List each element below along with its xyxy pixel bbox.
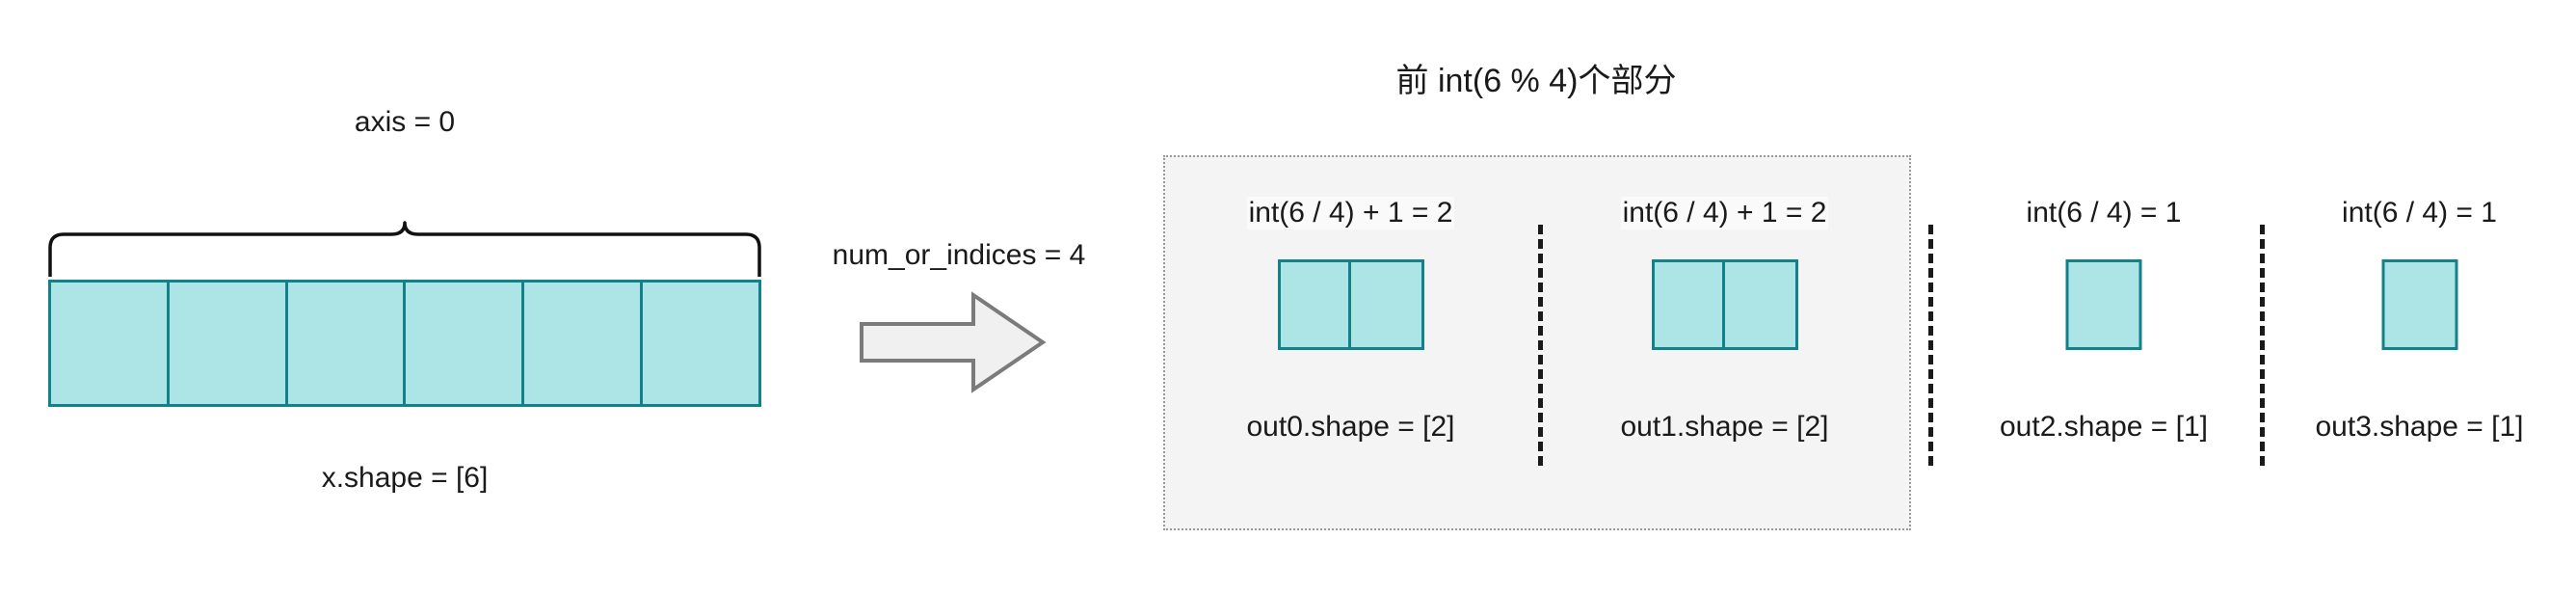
output-cell (1724, 262, 1795, 347)
output-tensor-grid (2381, 259, 2457, 350)
output-formula: int(6 / 4) + 1 = 2 (1246, 197, 1455, 229)
source-cell (169, 283, 288, 404)
output-cell (2068, 262, 2139, 347)
output-cell (1350, 262, 1421, 347)
output-formula: int(6 / 4) + 1 = 2 (1620, 197, 1829, 229)
output-shape-label: out1.shape = [2] (1620, 411, 1829, 443)
output-shape-label: out0.shape = [2] (1246, 411, 1455, 443)
output-cell (2384, 262, 2455, 347)
output-tensor-grid (1277, 259, 1424, 350)
source-shape-label: x.shape = [6] (321, 462, 489, 494)
group-divider (1928, 225, 1933, 466)
output-formula: int(6 / 4) = 1 (2024, 197, 2184, 229)
diagram-title: 前 int(6 % 4)个部分 (1395, 63, 1677, 99)
right-block-arrow-icon (858, 289, 1050, 395)
source-tensor-grid (48, 280, 761, 407)
output-group-2: int(6 / 4) = 1 out2.shape = [1] (1945, 155, 2263, 530)
output-group-0: int(6 / 4) + 1 = 2 out0.shape = [2] (1163, 155, 1538, 530)
axis-label: axis = 0 (354, 106, 456, 138)
output-tensor-grid (1651, 259, 1798, 350)
output-group-1: int(6 / 4) + 1 = 2 out1.shape = [2] (1538, 155, 1911, 530)
output-formula: int(6 / 4) = 1 (2340, 197, 2499, 229)
output-cell (1280, 262, 1351, 347)
num-or-indices-label: num_or_indices = 4 (832, 239, 1086, 271)
source-cell (287, 283, 407, 404)
source-cell (406, 283, 525, 404)
group-divider (2260, 225, 2265, 466)
group-divider (1538, 225, 1543, 466)
output-shape-label: out3.shape = [1] (2315, 411, 2524, 443)
axis-brace (39, 217, 771, 277)
source-cell (643, 283, 758, 404)
source-cell (51, 283, 170, 404)
output-tensor-grid (2065, 259, 2142, 350)
output-shape-label: out2.shape = [1] (1999, 411, 2209, 443)
output-group-3: int(6 / 4) = 1 out3.shape = [1] (2263, 155, 2576, 530)
output-cell (1654, 262, 1725, 347)
source-cell (524, 283, 644, 404)
